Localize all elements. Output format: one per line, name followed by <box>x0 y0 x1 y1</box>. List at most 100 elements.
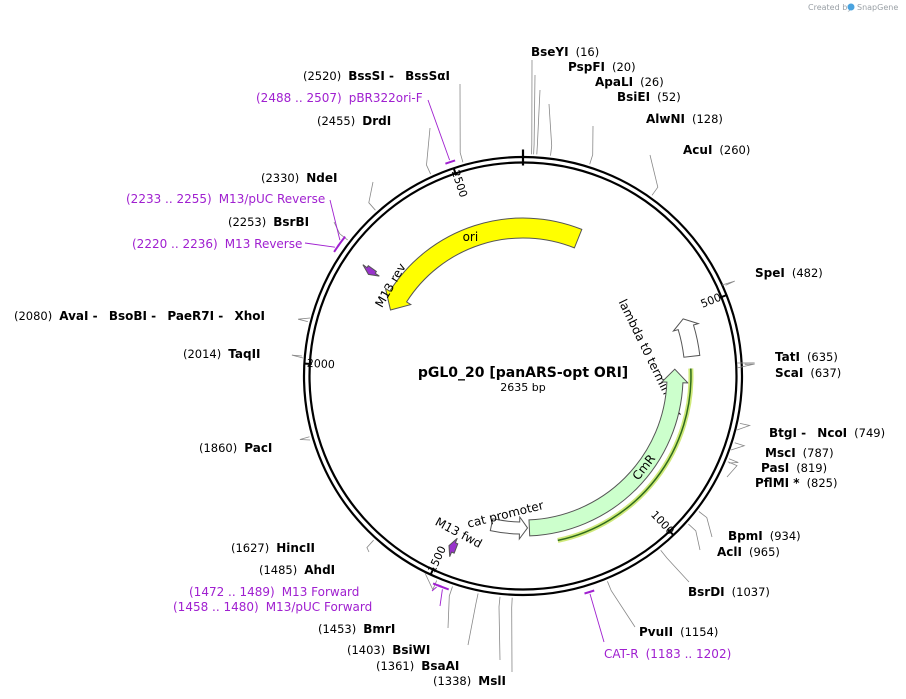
site-label-bpmi[interactable]: BpmI(934) <box>728 529 801 543</box>
site-label-bsssi[interactable]: (2520)BssSI - BssSαI <box>303 69 450 83</box>
site-connector <box>368 181 376 211</box>
separator: - <box>147 309 160 323</box>
site-label-taqii[interactable]: (2014)TaqII <box>183 347 261 361</box>
position-tick <box>429 567 435 575</box>
site-connector <box>607 581 636 628</box>
primer-connector <box>304 242 335 248</box>
site-position: (825) <box>807 476 838 490</box>
feature-lambda-t0-terminator[interactable] <box>672 318 701 358</box>
primer-text: (2220 .. 2236) <box>132 237 218 251</box>
site-position: (1485) <box>259 563 297 577</box>
site-label-bsaai[interactable]: (1361)BsaAI <box>376 659 459 673</box>
site-position: (635) <box>807 350 838 364</box>
enzyme-name: HincII <box>276 541 315 555</box>
site-label-acui[interactable]: AcuI(260) <box>683 143 750 157</box>
site-connector <box>511 597 513 673</box>
site-label-bsrdi[interactable]: BsrDI (1037) <box>688 585 770 599</box>
site-position: (128) <box>692 112 723 126</box>
enzyme-name: AlwNI <box>646 112 685 126</box>
enzyme-name: AclI <box>717 545 742 559</box>
primer-label-m13-reverse[interactable]: (2220 .. 2236)M13 Reverse <box>132 237 302 251</box>
primer-label-m13puc-reverse[interactable]: (2233 .. 2255) M13/pUC Reverse <box>126 192 325 206</box>
enzyme-name: ApaLI <box>595 75 633 89</box>
site-label-ndei[interactable]: (2330)NdeI <box>261 171 338 185</box>
primer-text: pBR322ori-F <box>349 91 423 105</box>
site-label-pflmi[interactable]: PflMI *(825) <box>755 476 838 490</box>
position-tick <box>452 168 458 176</box>
enzyme-name: AhdI <box>304 563 335 577</box>
site-connector <box>728 458 739 464</box>
enzyme-name: BssSI <box>348 69 385 83</box>
plasmid-length: 2635 bp <box>500 381 545 394</box>
primer-text: M13/pUC Forward <box>266 600 373 614</box>
site-position: (52) <box>657 90 681 104</box>
enzyme-name: BsrBI <box>273 215 309 229</box>
primer-text: CAT-R <box>604 647 639 661</box>
enzyme-name: ScaI <box>775 366 803 380</box>
site-label-acli[interactable]: AclI(965) <box>717 545 780 559</box>
site-label-msli[interactable]: (1338)MslI <box>433 674 506 688</box>
site-connector-layer <box>291 59 755 673</box>
site-connector <box>660 549 690 583</box>
site-label-ahdi[interactable]: (1485) AhdI <box>259 563 335 577</box>
enzyme-name: BsrDI <box>688 585 725 599</box>
feature-M13-rev[interactable] <box>362 264 380 277</box>
primer-label-m13-forward[interactable]: (1472 .. 1489)M13 Forward <box>189 585 359 599</box>
enzyme-name: BssSαI <box>405 69 450 83</box>
enzyme-name: BpmI <box>728 529 763 543</box>
site-label-bseyi[interactable]: BseYI(16) <box>531 45 599 59</box>
site-label-layer: BseYI(16) PspFI(20) ApaLI(26) BsiEI(52) … <box>14 45 885 688</box>
site-connector <box>726 461 738 478</box>
primer-binding-mark[interactable] <box>584 589 595 595</box>
credit-created-by: Created by <box>808 3 852 12</box>
site-position: (1154) <box>680 625 718 639</box>
feature-M13-fwd[interactable] <box>448 537 459 557</box>
position-tick <box>667 529 674 536</box>
site-label-apali[interactable]: ApaLI(26) <box>595 75 664 89</box>
site-label-pvuii[interactable]: PvuII(1154) <box>639 625 718 639</box>
site-label-btgi-ncoi[interactable]: BtgI - NcoI(749) <box>769 426 885 440</box>
enzyme-name: AvaI <box>59 309 88 323</box>
site-label-bsrbi[interactable]: (2253)BsrBI <box>228 215 309 229</box>
position-tick-label: 1500 <box>425 544 449 575</box>
enzyme-name: PasI <box>761 461 789 475</box>
site-label-alwni[interactable]: AlwNI (128) <box>646 112 723 126</box>
site-label-tati[interactable]: TatI(635) <box>775 350 838 364</box>
site-label-spei[interactable]: SpeI(482) <box>755 266 823 280</box>
primer-label-m13puc-forward[interactable]: (1458 .. 1480)M13/pUC Forward <box>173 600 372 614</box>
site-label-drdi[interactable]: (2455)DrdI <box>317 114 391 128</box>
site-label-pasi[interactable]: PasI(819) <box>761 461 827 475</box>
enzyme-name: DrdI <box>362 114 391 128</box>
site-label-msci[interactable]: MscI(787) <box>765 446 834 460</box>
primer-text: M13/pUC Reverse <box>219 192 326 206</box>
primer-binding-mark[interactable] <box>337 235 346 247</box>
site-label-hincii[interactable]: (1627)HincII <box>231 541 315 555</box>
site-label-pspfi[interactable]: PspFI(20) <box>568 60 636 74</box>
enzyme-name: XhoI <box>234 309 265 323</box>
enzyme-name: NdeI <box>306 171 337 185</box>
primer-text: (2233 .. 2255) <box>126 192 212 206</box>
site-label-avai-xhoi[interactable]: (2080)AvaI - BsoBI - PaeR7I - XhoI <box>14 309 265 323</box>
site-position: (1037) <box>732 585 770 599</box>
primer-text: (1183 .. 1202) <box>646 647 732 661</box>
primer-binding-mark[interactable] <box>445 159 456 165</box>
site-label-bsiwi[interactable]: (1403)BsiWI <box>347 643 430 657</box>
site-label-paci[interactable]: (1860)PacI <box>199 441 272 455</box>
separator: - <box>797 426 810 440</box>
enzyme-name: BmrI <box>363 622 395 636</box>
site-position: (16) <box>576 45 600 59</box>
site-connector <box>533 74 536 155</box>
site-label-scai[interactable]: ScaI(637) <box>775 366 841 380</box>
primer-binding-mark[interactable] <box>432 582 442 588</box>
site-connector <box>548 103 553 156</box>
site-position: (1860) <box>199 441 237 455</box>
feature-ori[interactable] <box>384 217 583 311</box>
site-connector <box>531 59 533 155</box>
primer-label-pbr322ori-f[interactable]: (2488 .. 2507)pBR322ori-F <box>256 91 423 105</box>
primer-label-cat-r[interactable]: CAT-R (1183 .. 1202) <box>604 647 731 661</box>
feature-CmR[interactable] <box>528 368 690 537</box>
site-label-bmri[interactable]: (1453)BmrI <box>318 622 395 636</box>
site-label-bsiei[interactable]: BsiEI(52) <box>617 90 681 104</box>
feature-cat-promoter[interactable] <box>489 515 529 541</box>
enzyme-name: BtgI <box>769 426 797 440</box>
